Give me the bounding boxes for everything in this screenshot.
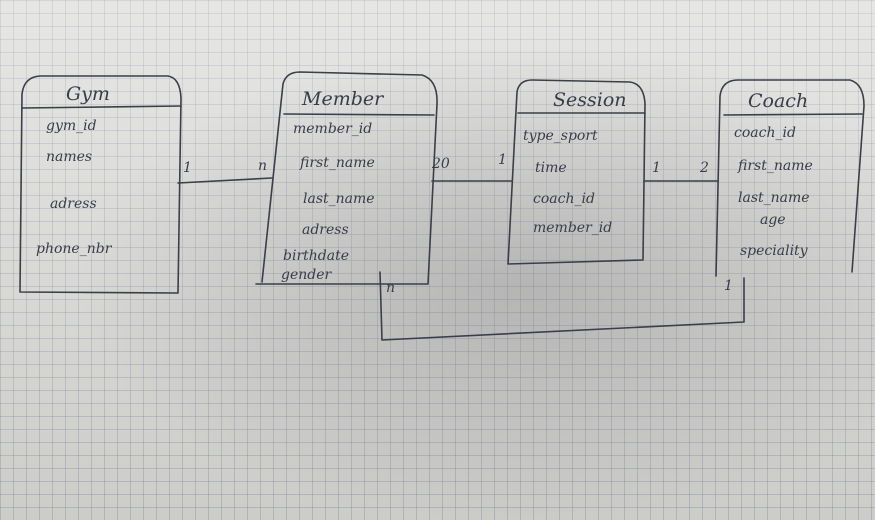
relationship-gym-member-card-left: 1	[183, 160, 192, 176]
entity-gym-attr-2: names	[46, 149, 92, 165]
entity-gym-divider	[21, 105, 182, 109]
entity-gym-attr-1: gym_id	[46, 118, 97, 134]
entity-session-attr-1: type_sport	[523, 128, 598, 144]
entity-member-attr-6: gender	[281, 267, 333, 283]
entity-member-attr-2: first_name	[299, 155, 375, 171]
relationship-gym-member: 1 n	[177, 158, 273, 184]
relationship-gym-member-card-right: n	[258, 158, 267, 174]
entity-session-attr-4: member_id	[533, 220, 612, 236]
entity-session: Session type_sport time coach_id member_…	[507, 79, 646, 265]
entity-member-attr-3: last_name	[303, 191, 375, 207]
relationship-member-session-card-left: 20	[431, 156, 450, 172]
relationship-member-coach-card-right: 1	[724, 278, 733, 294]
entity-gym: Gym gym_id names adress phone_nbr	[19, 75, 182, 294]
entity-coach-attr-2: first_name	[737, 158, 813, 174]
entity-coach-attr-4: age	[760, 212, 786, 228]
entity-member-attr-1: member_id	[293, 121, 372, 137]
entity-session-title: Session	[553, 89, 627, 111]
entity-member-attr-4: adress	[302, 222, 349, 238]
entity-gym-box	[19, 75, 182, 294]
relationship-session-coach-card-right: 2	[699, 160, 709, 176]
entity-gym-title: Gym	[66, 83, 110, 105]
entity-coach-attr-3: last_name	[738, 190, 810, 206]
entity-member-title: Member	[301, 88, 385, 110]
entity-member: Member member_id first_name last_name ad…	[255, 71, 438, 285]
entity-session-box	[507, 79, 646, 265]
relationship-member-session: 20 1	[431, 152, 513, 182]
entity-member-attr-5: birthdate	[283, 248, 349, 264]
entity-gym-attr-4: phone_nbr	[36, 241, 113, 257]
relationship-member-coach: n 1	[379, 271, 745, 341]
entity-coach-box	[715, 79, 865, 277]
entity-session-attr-3: coach_id	[533, 191, 595, 207]
entity-coach: Coach coach_id first_name last_name age …	[715, 79, 865, 277]
entity-coach-title: Coach	[748, 90, 808, 112]
entity-session-attr-2: time	[535, 160, 567, 176]
relationship-session-coach-card-left: 1	[652, 160, 661, 176]
entity-member-box	[255, 71, 438, 285]
entity-member-divider	[283, 113, 435, 116]
relationship-session-coach: 1 2	[643, 160, 719, 182]
relationship-member-coach-line	[379, 271, 745, 341]
entity-gym-attr-3: adress	[50, 196, 97, 212]
entity-coach-divider	[723, 113, 863, 116]
entity-coach-attr-1: coach_id	[734, 125, 796, 141]
relationship-member-session-card-right: 1	[498, 152, 507, 168]
relationship-gym-member-line	[177, 177, 273, 184]
entity-coach-attr-5: speciality	[740, 243, 809, 259]
relationship-member-coach-card-left: n	[386, 280, 395, 296]
